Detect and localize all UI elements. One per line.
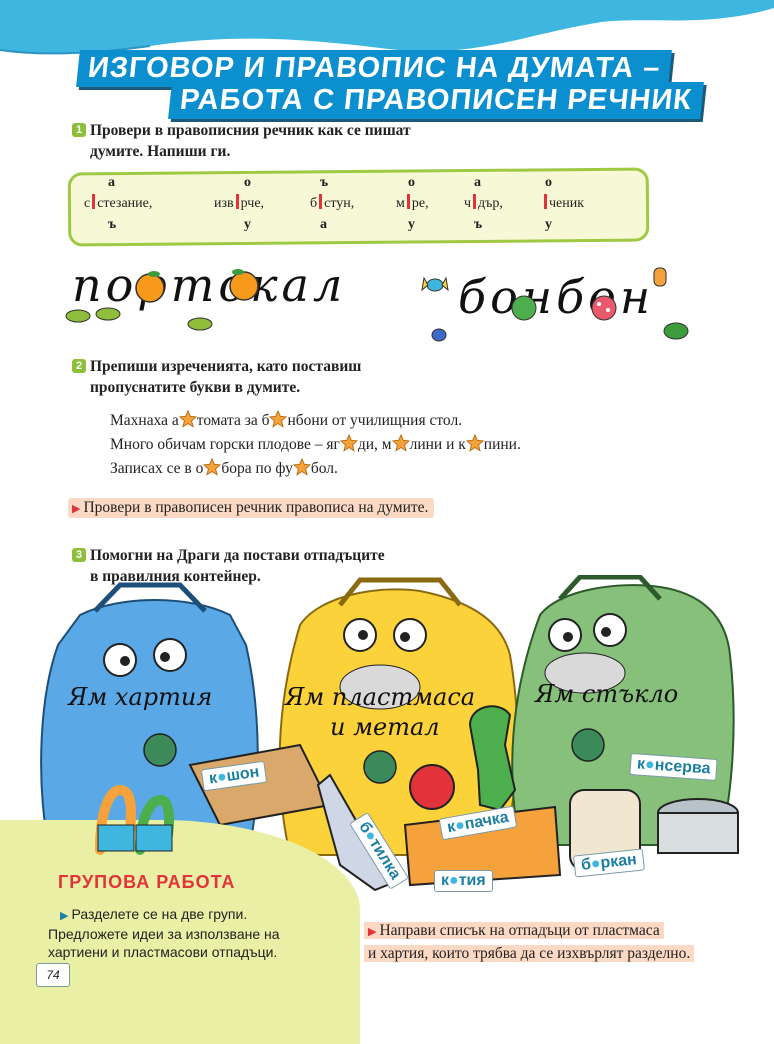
arrow-right-icon: ▶: [368, 926, 377, 938]
arrow-right-icon: ▶: [60, 910, 69, 922]
task3-number: 3: [72, 548, 86, 562]
handwritten-portokal: портокал: [72, 258, 347, 312]
star-icon: [178, 410, 197, 428]
candy-icon: [653, 267, 667, 287]
star-icon: [391, 434, 410, 452]
star-icon: [203, 458, 222, 476]
candy-icon: [431, 328, 447, 342]
task4-note: ▶Направи списък на отпадъци от пластмаса…: [364, 920, 695, 964]
star-icon: [269, 410, 288, 428]
task2-text-line1: Препиши изреченията, като поставиш: [90, 358, 362, 375]
leaves-decoration: [65, 307, 121, 323]
bin-paper-label: Ям хартия: [68, 683, 213, 711]
task1-text-line2: думите. Напиши ги.: [90, 143, 231, 160]
star-icon: [292, 458, 311, 476]
recycling-bins-illustration: [40, 575, 739, 892]
orange-icon: [135, 271, 165, 303]
task3-text-line2: в правилния контейнер.: [90, 568, 261, 585]
candy-icon: [511, 295, 537, 321]
task1-number: 1: [72, 123, 86, 137]
task1-instructions: 1 Провери в правописния речник как се пиш…: [72, 120, 411, 162]
task2-number: 2: [72, 359, 86, 373]
item-label-katia: к●тия: [434, 870, 493, 892]
star-icon: [465, 434, 484, 452]
bin-glass-label: Ям стъкло: [535, 680, 679, 708]
check-dictionary-note: ▶Провери в правописен речник правописа н…: [68, 498, 435, 518]
top-wave-decoration: [0, 0, 774, 55]
page-title-line2: РАБОТА С ПРАВОПИСЕН РЕЧНИК: [168, 82, 704, 119]
candy-icon: [591, 295, 617, 321]
task2-text-line2: пропуснатите букви в думите.: [90, 379, 301, 396]
reading-worms-icon: [95, 784, 174, 855]
group-work-panel: [0, 820, 360, 1044]
handwritten-bonbon: бонбон: [458, 270, 655, 324]
bin-plastic-label-line1: Ям пластмаса: [285, 683, 476, 711]
arrow-right-icon: ▶: [72, 503, 81, 515]
task1-text-line1: Провери в правописния речник как се пиша…: [90, 122, 411, 139]
group-work-title: ГРУПОВА РАБОТА: [58, 872, 236, 892]
page-number: 74: [36, 963, 70, 987]
group-work-text: ▶Разделете се на две групи. Предложете и…: [48, 906, 280, 960]
candy-icon: [663, 322, 689, 340]
task2-instructions: 2 Препиши изреченията, като поставиш проп…: [72, 356, 361, 398]
candy-icon: [421, 276, 449, 292]
bin-plastic-label-line2: и метал: [330, 713, 440, 741]
orange-icon: [229, 269, 259, 301]
task3-text-line1: Помогни на Драги да постави отпадъците: [90, 547, 385, 564]
leaves-decoration: [187, 317, 213, 331]
word-6: о ченик у: [544, 175, 585, 232]
star-icon: [339, 434, 358, 452]
